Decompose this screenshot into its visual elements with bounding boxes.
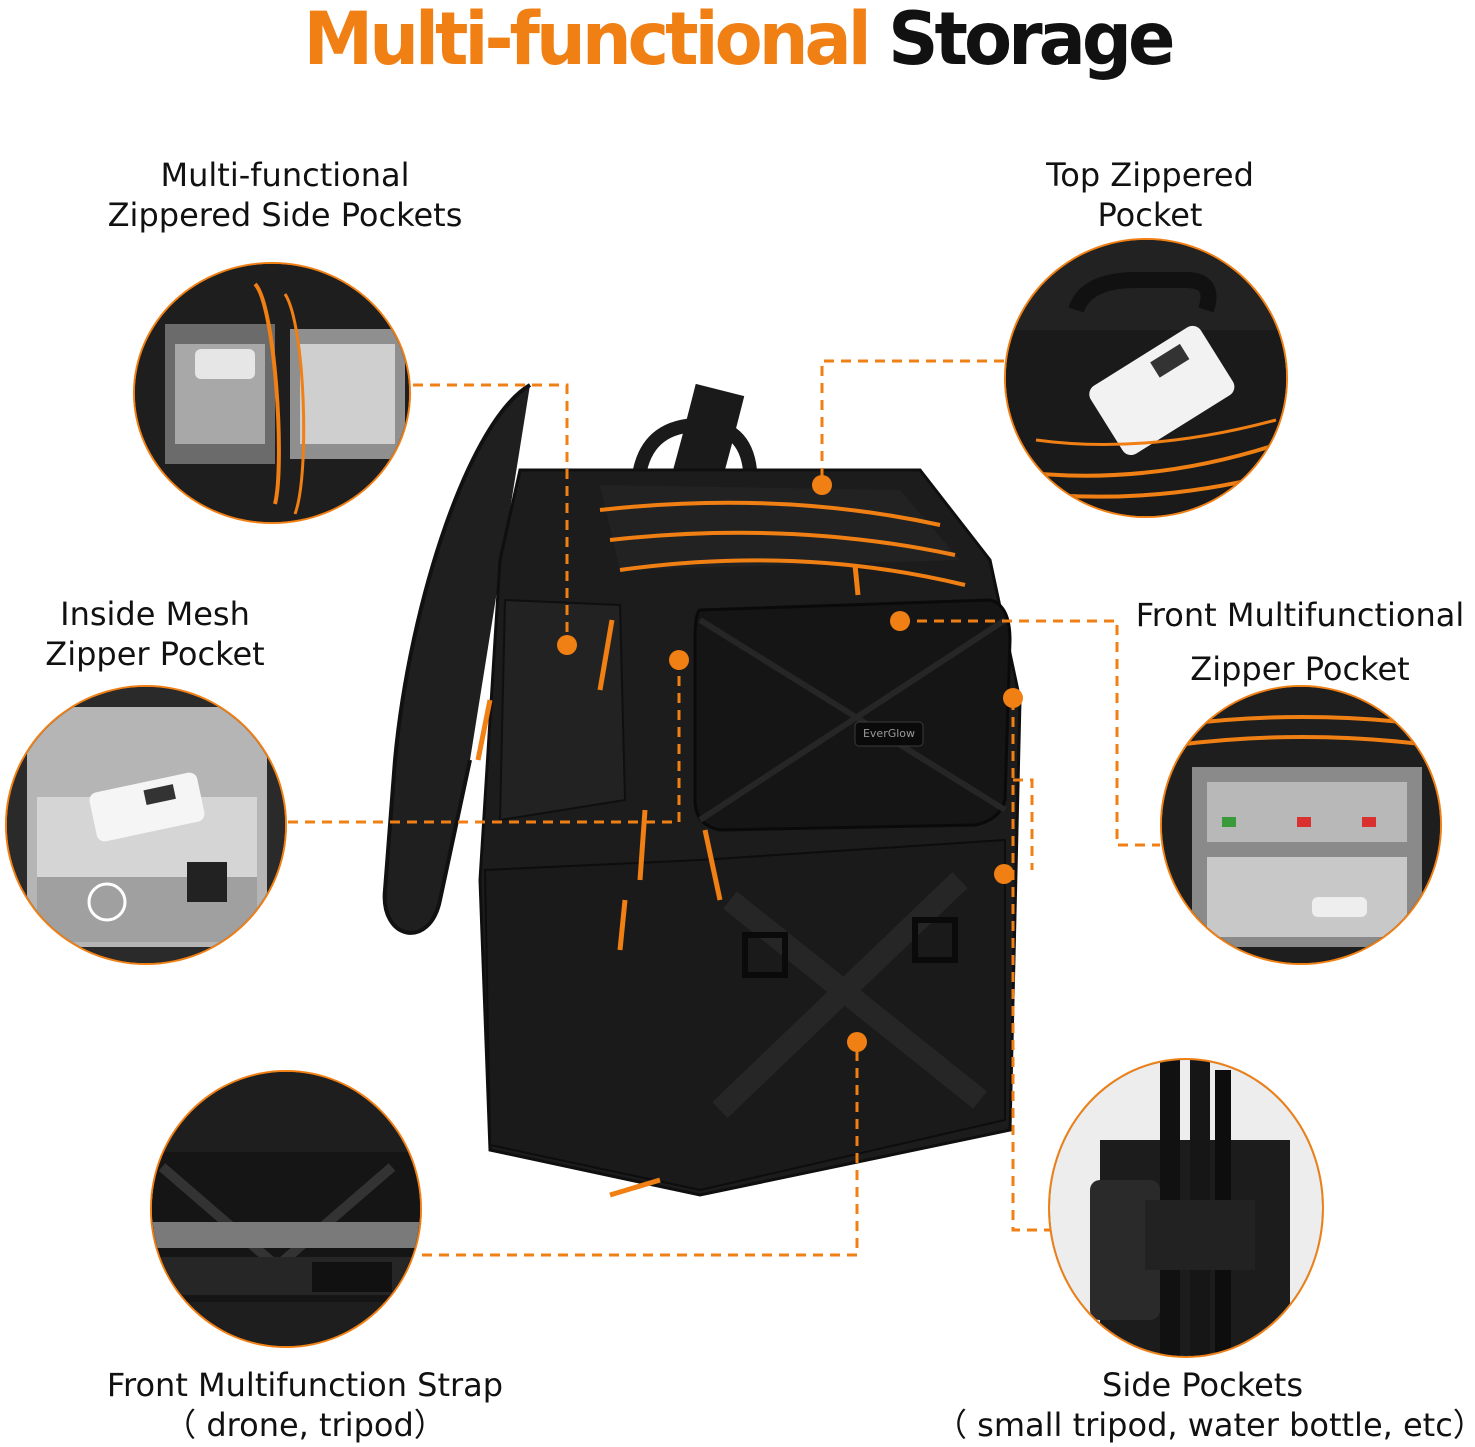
callout-inside-mesh	[288, 660, 681, 824]
label-front-strap: Front Multifunction Strap （ drone, tripo…	[106, 1366, 504, 1444]
detail-inside-mesh-pocket	[5, 685, 287, 965]
brand-logo: EverGlow	[862, 727, 916, 740]
label-top-zippered-pocket: Top Zippered Pocket	[1046, 156, 1254, 234]
callout-front-strap	[422, 1042, 859, 1257]
label-side-zippered-pockets: Multi-functional Zippered Side Pockets	[107, 156, 463, 234]
detail-side-pockets	[1048, 1058, 1324, 1358]
title-part1: Multi-functional	[303, 0, 872, 83]
label-inside-mesh-pocket: Inside Mesh Zipper Pocket	[45, 595, 265, 673]
title-part2: Storage	[888, 0, 1175, 83]
detail-front-strap	[150, 1070, 422, 1348]
callout-front-zipper	[900, 619, 1160, 847]
label-side-pockets: Side Pockets （ small tripod, water bottl…	[935, 1366, 1475, 1444]
callout-side-zippered	[413, 383, 569, 645]
label-front-zipper-pocket: Front Multifunctional Zipper Pocket	[1135, 596, 1465, 688]
detail-front-zipper-pocket	[1160, 685, 1442, 965]
callout-top-pocket	[820, 359, 1004, 485]
page-title: Multi-functional Storage	[0, 0, 1475, 82]
detail-side-zippered-pockets	[133, 262, 411, 524]
detail-top-zippered-pocket	[1004, 238, 1288, 518]
